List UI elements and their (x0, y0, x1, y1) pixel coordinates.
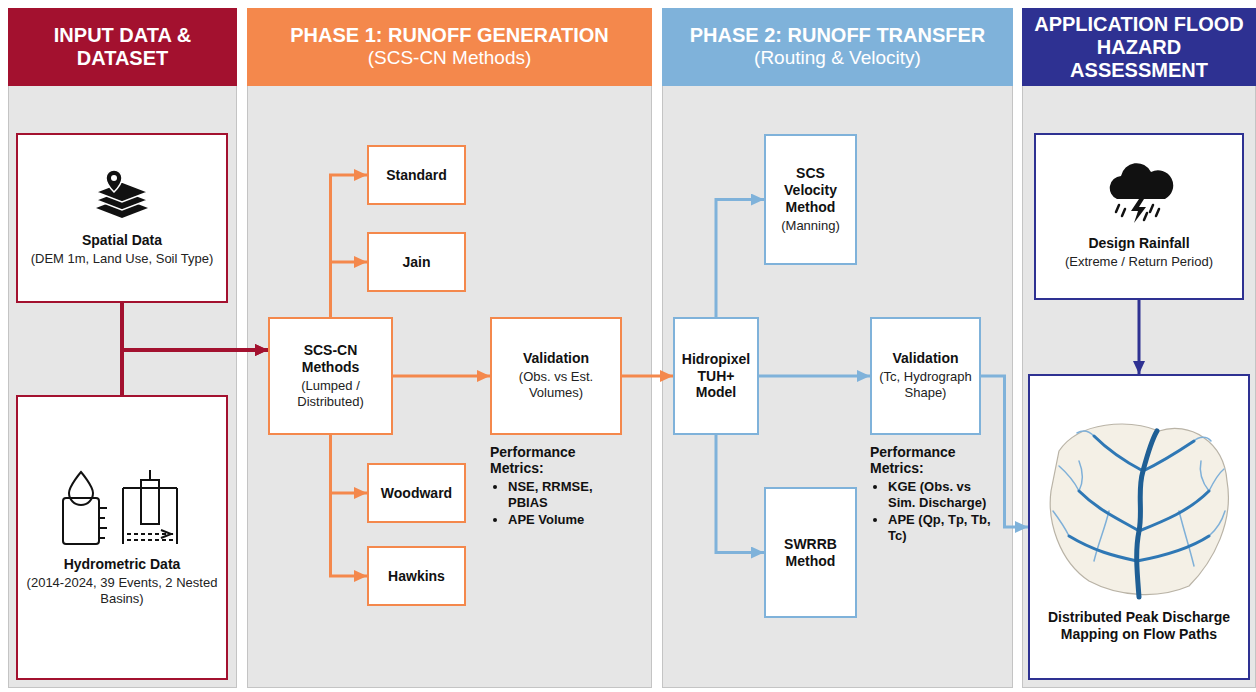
method-box: Jain (367, 232, 466, 292)
flow-arrow (331, 435, 368, 576)
metrics-heading: Performance Metrics: (490, 444, 630, 476)
node-subtitle: (Routing & Velocity) (754, 47, 921, 70)
node-title: PHASE 1: RUNOFF GENERATION (290, 24, 609, 47)
input-panel: INPUT DATA & DATASET Spatial Data (DEM 1m… (8, 8, 237, 688)
method-box: Woodward (367, 463, 466, 523)
panel-header: INPUT DATA & DATASET (8, 8, 237, 86)
input-box: Design Rainfall (Extreme / Return Period) (1034, 133, 1244, 300)
metrics-list: Performance Metrics:NSE, RRMSE, PBIASAPE… (490, 444, 630, 528)
metric-item: KGE (Obs. vs Sim. Discharge) (888, 479, 996, 512)
node-subtitle: (DEM 1m, Land Use, Soil Type) (31, 251, 214, 267)
node-title: Design Rainfall (1088, 235, 1189, 252)
node-title: PHASE 2: RUNOFF TRANSFER (690, 24, 986, 47)
node-title: Validation (523, 350, 589, 367)
model-box: Hidropixel TUH+ Model (673, 317, 759, 435)
node-subtitle: (Extreme / Return Period) (1065, 254, 1213, 270)
flow-arrow (331, 262, 368, 317)
validation-box: Validation (Tc, Hydrograph Shape) (870, 317, 981, 435)
flow-arrow (759, 375, 870, 378)
metrics-list: Performance Metrics:KGE (Obs. vs Sim. Di… (870, 444, 996, 544)
header-band (8, 8, 237, 86)
node-title: Distributed Peak Discharge Mapping on Fl… (1035, 609, 1243, 643)
node-subtitle: (Lumped / Distributed) (275, 378, 386, 411)
metric-item: APE Volume (508, 512, 630, 528)
process-box: SCS-CN Methods(Lumped / Distributed) (268, 317, 393, 435)
metrics-bullets: NSE, RRMSE, PBIASAPE Volume (490, 479, 630, 528)
node-subtitle: (2014-2024, 39 Events, 2 Nested Basins) (23, 575, 221, 608)
panel-background (248, 9, 652, 688)
flow-arrow (1138, 300, 1141, 374)
phase-panel: PHASE 1: RUNOFF GENERATION(SCS-CN Method… (247, 8, 652, 688)
flow-arrow (331, 435, 368, 493)
phase-panel: PHASE 2: RUNOFF TRANSFER(Routing & Veloc… (662, 8, 1013, 688)
node-subtitle: (SCS-CN Methods) (368, 47, 532, 70)
node-title: Standard (386, 167, 447, 184)
method-box: SCS Velocity Method (Manning) (764, 134, 857, 265)
flow-path-map (1039, 411, 1239, 601)
validation-box: Validation (Obs. vs Est. Volumes) (490, 317, 622, 435)
node-title: Spatial Data (82, 232, 162, 249)
method-box: SWRRB Method (764, 487, 857, 618)
node-title: Woodward (381, 485, 452, 502)
node-title: INPUT DATA & DATASET (14, 24, 231, 70)
node-title: Hydrometric Data (64, 556, 181, 573)
flow-arrow (331, 175, 368, 317)
node-subtitle: (Obs. vs Est. Volumes) (497, 369, 615, 402)
node-subtitle: (Manning) (781, 218, 840, 234)
panel-background (663, 9, 1013, 688)
data-box: Hydrometric Data (2014-2024, 39 Events, 2… (16, 395, 228, 680)
node-title: Validation (892, 350, 958, 367)
panel-background (1023, 9, 1256, 688)
node-title: Jain (402, 254, 430, 271)
layers-icon (92, 168, 152, 224)
panel-header: PHASE 2: RUNOFF TRANSFER(Routing & Veloc… (662, 8, 1013, 86)
node-title: APPLICATION FLOOD HAZARD ASSESSMENT (1028, 13, 1250, 82)
node-subtitle: (Tc, Hydrograph Shape) (877, 369, 974, 402)
header-band (247, 8, 652, 86)
flow-arrow (981, 376, 1028, 527)
node-title: Hidropixel TUH+ Model (680, 351, 752, 401)
application-panel: APPLICATION FLOOD HAZARD ASSESSMENT Desi… (1022, 8, 1256, 688)
flow-arrow (716, 200, 764, 318)
output-box: Distributed Peak Discharge Mapping on Fl… (1028, 374, 1250, 680)
flow-arrow (622, 375, 673, 378)
method-box: Hawkins (367, 546, 466, 606)
header-band (662, 8, 1013, 86)
panel-header: PHASE 1: RUNOFF GENERATION(SCS-CN Method… (247, 8, 652, 86)
data-box: Spatial Data (DEM 1m, Land Use, Soil Type… (16, 133, 228, 303)
node-title: SCS-CN Methods (275, 342, 386, 376)
header-band (1022, 8, 1256, 86)
flow-arrow (122, 350, 268, 395)
node-title: Hawkins (388, 568, 445, 585)
metrics-bullets: KGE (Obs. vs Sim. Discharge)APE (Qp, Tp,… (870, 479, 996, 544)
node-title: SCS Velocity Method (771, 165, 850, 215)
flow-arrow (716, 435, 764, 553)
node-title: SWRRB Method (771, 536, 850, 570)
metric-item: APE (Qp, Tp, Tb, Tc) (888, 512, 996, 545)
flow-arrow (393, 375, 490, 378)
metrics-heading: Performance Metrics: (870, 444, 996, 476)
gauge-icons (57, 468, 187, 548)
flow-arrow (122, 303, 268, 350)
metric-item: NSE, RRMSE, PBIAS (508, 479, 630, 512)
storm-icon (1099, 163, 1179, 227)
panel-header: APPLICATION FLOOD HAZARD ASSESSMENT (1022, 8, 1256, 86)
method-box: Standard (367, 145, 466, 205)
